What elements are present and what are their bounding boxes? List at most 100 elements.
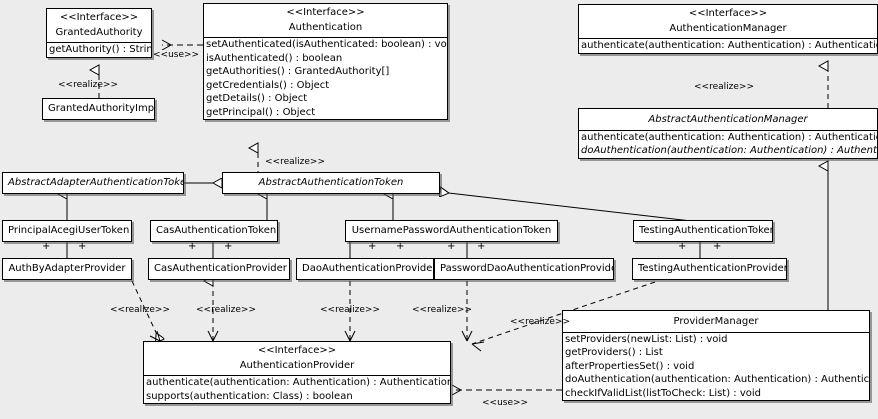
- class-abstract-authentication-token[interactable]: AbstractAuthenticationToken: [222, 172, 440, 194]
- class-name: CasAuthenticationProvider: [154, 263, 287, 274]
- class-header: AbstractAuthenticationManager: [579, 109, 877, 130]
- class-testing-authentication-token[interactable]: TestingAuthenticationToken: [633, 220, 773, 242]
- class-name: TestingAuthenticationToken: [639, 225, 773, 236]
- association-marker: +: [678, 241, 687, 252]
- class-authentication-provider[interactable]: <<Interface>> AuthenticationProvider aut…: [143, 341, 451, 404]
- class-name: AuthByAdapterProvider: [8, 263, 126, 274]
- class-header: ProviderManager: [563, 311, 869, 332]
- operation: supports(authentication: Class) : boolea…: [146, 390, 353, 402]
- association-marker: +: [224, 241, 233, 252]
- operation: getPrincipal() : Object: [206, 106, 316, 118]
- class-header: TestingAuthenticationProvider: [633, 259, 786, 279]
- class-header: DaoAuthenticationProvider: [297, 259, 433, 279]
- association-marker: +: [42, 241, 51, 252]
- class-name: AbstractAuthenticationToken: [258, 177, 404, 188]
- class-granted-authority[interactable]: <<Interface>> GrantedAuthority getAuthor…: [46, 8, 152, 58]
- stereotype-label: <<Interface>>: [59, 12, 139, 23]
- class-name: AuthenticationProvider: [239, 359, 355, 371]
- class-name: TestingAuthenticationProvider: [638, 263, 787, 274]
- operation: checkIfValidList(listToCheck: List) : vo…: [565, 387, 762, 399]
- class-header: <<Interface>> AuthenticationProvider: [144, 342, 450, 375]
- class-username-password-authentication-token[interactable]: UsernamePasswordAuthenticationToken: [345, 220, 558, 242]
- class-header: TestingAuthenticationToken: [634, 221, 772, 241]
- class-abstract-adapter-authentication-token[interactable]: AbstractAdapterAuthenticationToken: [2, 172, 184, 194]
- edge-label-realize-abstract-token: <<realize>>: [265, 157, 325, 167]
- class-authentication[interactable]: <<Interface>> Authentication setAuthenti…: [203, 3, 448, 120]
- stereotype-label: <<Interface>>: [257, 345, 337, 356]
- class-dao-authentication-provider[interactable]: DaoAuthenticationProvider: [296, 258, 434, 280]
- class-header: <<Interface>> GrantedAuthority: [47, 9, 151, 42]
- operation: authenticate(authentication: Authenticat…: [146, 377, 450, 388]
- association-marker: +: [477, 241, 486, 252]
- class-header: GrantedAuthorityImpl: [43, 99, 154, 119]
- class-header: <<Interface>> AuthenticationManager: [579, 5, 877, 38]
- class-header: CasAuthenticationToken: [151, 221, 277, 241]
- class-header: UsernamePasswordAuthenticationToken: [346, 221, 557, 241]
- edge-label-use-provider-manager: <<use>>: [482, 398, 529, 408]
- class-authentication-manager[interactable]: <<Interface>> AuthenticationManager auth…: [578, 4, 878, 54]
- class-principal-acegi-user-token[interactable]: PrincipalAcegiUserToken: [2, 220, 132, 242]
- class-name: Authentication: [288, 21, 363, 33]
- class-header: AbstractAdapterAuthenticationToken: [3, 173, 183, 193]
- association-marker: +: [368, 241, 377, 252]
- class-granted-authority-impl[interactable]: GrantedAuthorityImpl: [42, 98, 155, 120]
- operations-compartment: authenticate(authentication: Authenticat…: [579, 129, 877, 158]
- operations-compartment: setProviders(newList: List) : void getPr…: [563, 331, 869, 401]
- class-name: GrantedAuthorityImpl: [48, 103, 155, 114]
- association-marker: +: [78, 241, 87, 252]
- edge-label-realize-testing-provider: <<realize>>: [510, 317, 570, 327]
- association-marker: +: [447, 241, 456, 252]
- class-cas-authentication-provider[interactable]: CasAuthenticationProvider: [148, 258, 290, 280]
- operation: setProviders(newList: List) : void: [565, 333, 728, 345]
- stereotype-label: <<Interface>>: [688, 8, 768, 19]
- class-name: UsernamePasswordAuthenticationToken: [351, 225, 552, 236]
- association-marker: +: [713, 241, 722, 252]
- edge-label-realize-dao-provider: <<realize>>: [320, 305, 380, 315]
- class-name: CasAuthenticationToken: [156, 225, 277, 236]
- edge-label-realize-auth-by-adapter: <<realize>>: [110, 305, 170, 315]
- class-abstract-authentication-manager[interactable]: AbstractAuthenticationManager authentica…: [578, 108, 878, 159]
- class-testing-authentication-provider[interactable]: TestingAuthenticationProvider: [632, 258, 787, 280]
- operation: getProviders() : List: [565, 347, 663, 358]
- class-header: PrincipalAcegiUserToken: [3, 221, 131, 241]
- operation: authenticate(authentication: Authenticat…: [581, 131, 877, 143]
- operation: doAuthentication(authentication: Authent…: [565, 374, 869, 385]
- class-header: <<Interface>> Authentication: [204, 4, 447, 37]
- operation-abstract: doAuthentication(authentication: Authent…: [581, 145, 877, 156]
- class-header: AuthByAdapterProvider: [3, 259, 131, 279]
- operation: getAuthority() : String: [49, 44, 151, 55]
- class-name: AbstractAuthenticationManager: [648, 114, 808, 125]
- class-name: DaoAuthenticationProvider: [302, 263, 434, 274]
- operations-compartment: setAuthenticated(isAuthenticated: boolea…: [204, 37, 447, 119]
- class-password-dao-authentication-provider[interactable]: PasswordDaoAuthenticationProvider: [434, 258, 614, 280]
- edge-label-realize-password-dao-provider: <<realize>>: [412, 305, 472, 315]
- stereotype-label: <<Interface>>: [286, 7, 365, 18]
- operation: setAuthenticated(isAuthenticated: boolea…: [206, 39, 447, 50]
- class-name: GrantedAuthority: [55, 26, 143, 38]
- operation: getAuthorities() : GrantedAuthority[]: [206, 66, 390, 77]
- operation: isAuthenticated() : boolean: [206, 52, 343, 64]
- class-header: PasswordDaoAuthenticationProvider: [435, 259, 613, 279]
- edge-label-realize-manager: <<realize>>: [694, 82, 754, 92]
- class-name: PasswordDaoAuthenticationProvider: [440, 263, 614, 274]
- class-provider-manager[interactable]: ProviderManager setProviders(newList: Li…: [562, 310, 870, 401]
- class-name: ProviderManager: [673, 316, 759, 327]
- operation: getDetails() : Object: [206, 93, 308, 104]
- operation: afterPropertiesSet() : void: [565, 360, 695, 372]
- class-header: AbstractAuthenticationToken: [223, 173, 439, 193]
- association-marker: +: [396, 241, 405, 252]
- class-name: AbstractAdapterAuthenticationToken: [8, 177, 184, 188]
- edge-label-realize-granted-impl: <<realize>>: [58, 80, 118, 90]
- class-header: CasAuthenticationProvider: [149, 259, 289, 279]
- operations-compartment: authenticate(authentication: Authenticat…: [144, 375, 450, 403]
- operations-compartment: getAuthority() : String: [47, 42, 151, 57]
- operation: authenticate(authentication: Authenticat…: [581, 40, 877, 51]
- operation: getCredentials() : Object: [206, 79, 330, 91]
- class-name: AuthenticationManager: [669, 22, 787, 34]
- class-auth-by-adapter-provider[interactable]: AuthByAdapterProvider: [2, 258, 132, 280]
- operations-compartment: authenticate(authentication: Authenticat…: [579, 38, 877, 53]
- class-cas-authentication-token[interactable]: CasAuthenticationToken: [150, 220, 278, 242]
- edge-label-use-authentication-granted: <<use>>: [153, 50, 200, 60]
- association-marker: +: [188, 241, 197, 252]
